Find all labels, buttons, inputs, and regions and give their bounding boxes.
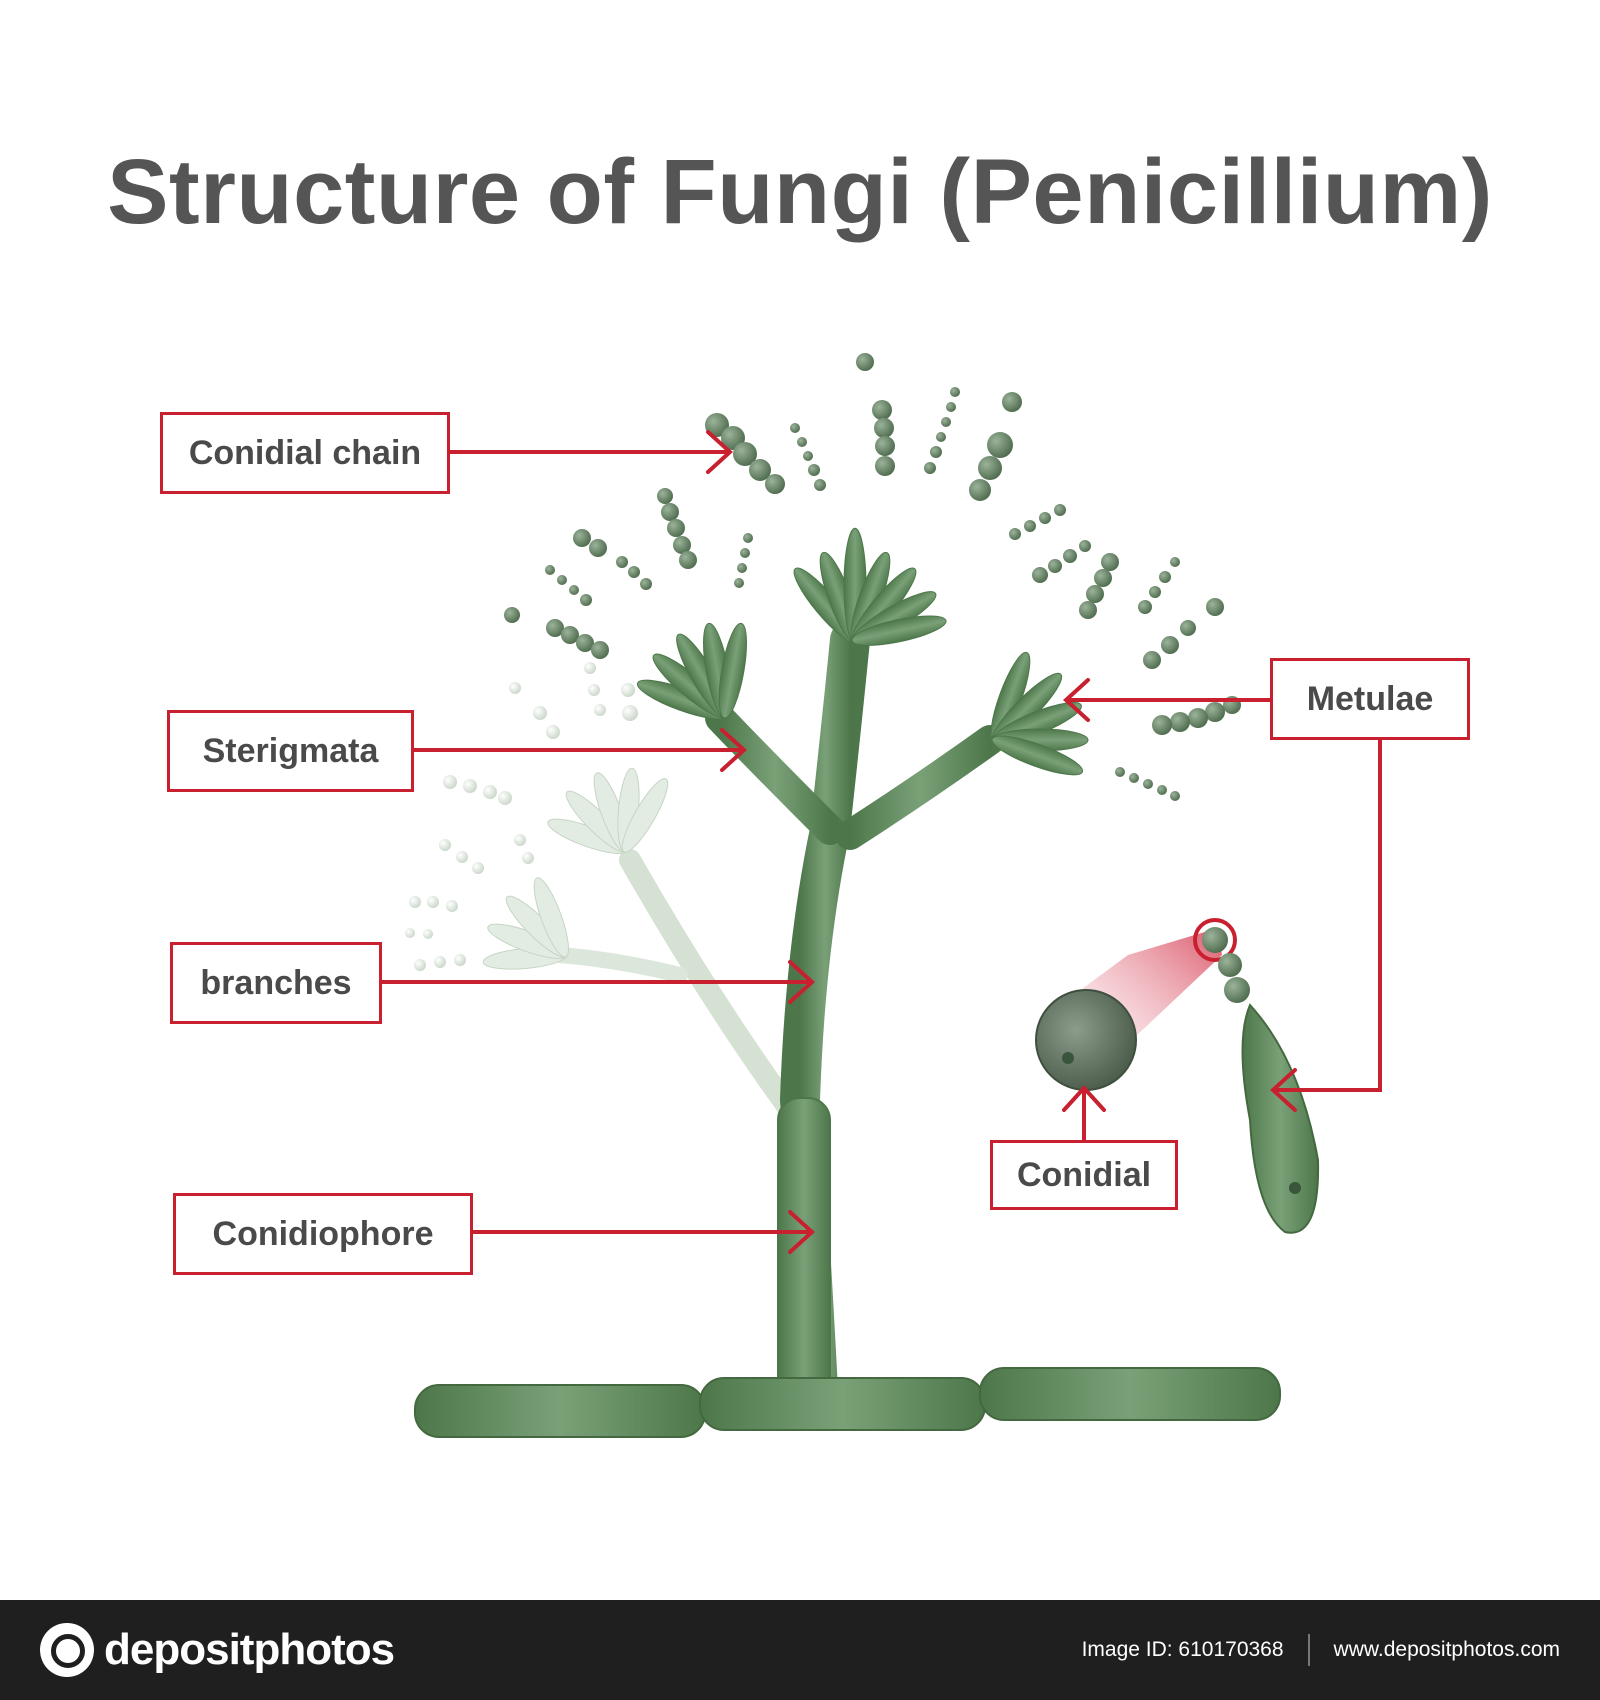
conidial-detail bbox=[1035, 918, 1320, 1234]
top-cluster bbox=[786, 527, 949, 652]
conidiophore-stalk bbox=[705, 620, 1005, 1410]
pointer-arrows bbox=[380, 430, 1382, 1254]
label-branches: branches bbox=[170, 942, 382, 1024]
footer-bar: depositphotos Image ID: 610170368 www.de… bbox=[0, 1600, 1600, 1700]
label-conidiophore: Conidiophore bbox=[173, 1193, 473, 1275]
brand[interactable]: depositphotos bbox=[40, 1622, 395, 1678]
hypha bbox=[414, 1367, 1281, 1438]
faded-branch bbox=[405, 662, 801, 1121]
label-conidial: Conidial bbox=[990, 1140, 1178, 1210]
diagram-title: Structure of Fungi (Penicillium) bbox=[107, 141, 1493, 243]
label-conidial-chain: Conidial chain bbox=[160, 412, 450, 494]
penicillium-diagram bbox=[380, 353, 1382, 1438]
right-cluster bbox=[983, 648, 1089, 783]
image-id: Image ID: 610170368 bbox=[1081, 1638, 1284, 1661]
spore-chains bbox=[504, 353, 1241, 801]
site-link[interactable]: www.depositphotos.com bbox=[1333, 1638, 1560, 1661]
label-sterigmata: Sterigmata bbox=[167, 710, 414, 792]
camera-icon bbox=[40, 1623, 94, 1677]
left-cluster bbox=[633, 621, 753, 727]
footer-info: Image ID: 610170368 www.depositphotos.co… bbox=[1082, 1600, 1560, 1700]
footer-separator bbox=[1307, 1634, 1310, 1666]
label-metulae: Metulae bbox=[1270, 658, 1470, 740]
brand-name: depositphotos bbox=[104, 1625, 395, 1674]
